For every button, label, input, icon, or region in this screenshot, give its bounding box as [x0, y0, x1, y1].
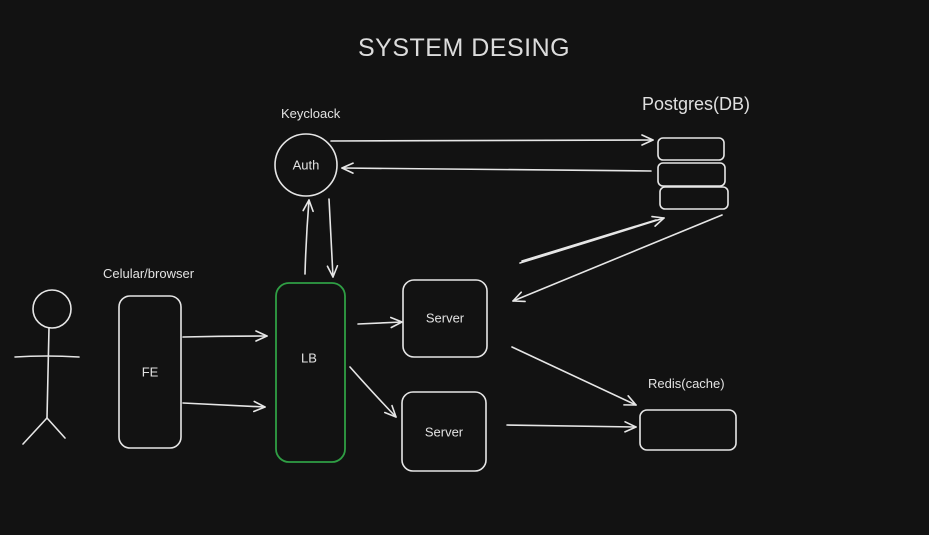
arrow-postgres-to-server: [512, 214, 723, 303]
server-top-label: Server: [425, 310, 465, 326]
arrow-fe-to-lb-bottom: [182, 400, 266, 413]
server-bottom-box: [401, 391, 487, 472]
keycloak-label: Keycloack: [281, 106, 341, 121]
arrow-auth-to-lb: [326, 198, 339, 278]
arrow-server-bottom-to-redis: [506, 421, 637, 433]
auth-circle: [274, 133, 338, 197]
server-bottom-label: Server: [424, 424, 464, 440]
postgres-db-stack: [657, 137, 729, 210]
connection-arrows: [182, 134, 723, 433]
arrow-lb-to-auth: [302, 199, 314, 275]
diagram-title: SYSTEM DESING: [358, 34, 571, 62]
arrow-lb-to-server-bottom: [349, 366, 397, 418]
user-stick-figure: [14, 289, 80, 445]
arrow-server-top-to-redis: [511, 346, 637, 406]
lb-label: LB: [301, 350, 317, 366]
arrow-lb-to-server-top: [357, 316, 403, 329]
server-top-box: [402, 279, 488, 358]
fe-label: FE: [141, 364, 159, 380]
arrow-postgres-to-auth: [341, 162, 652, 174]
redis-label: Redis(cache): [648, 376, 725, 391]
redis-box: [639, 409, 737, 451]
arrow-auth-to-postgres: [330, 134, 654, 146]
arrow-fe-to-lb-top: [182, 330, 268, 342]
lb-box: [275, 282, 346, 463]
postgres-label: Postgres(DB): [642, 94, 751, 114]
arrow-server-to-postgres-sketch: [521, 219, 657, 262]
fe-box: [118, 295, 182, 449]
auth-label: Auth: [292, 157, 320, 173]
client-label: Celular/browser: [103, 266, 195, 281]
